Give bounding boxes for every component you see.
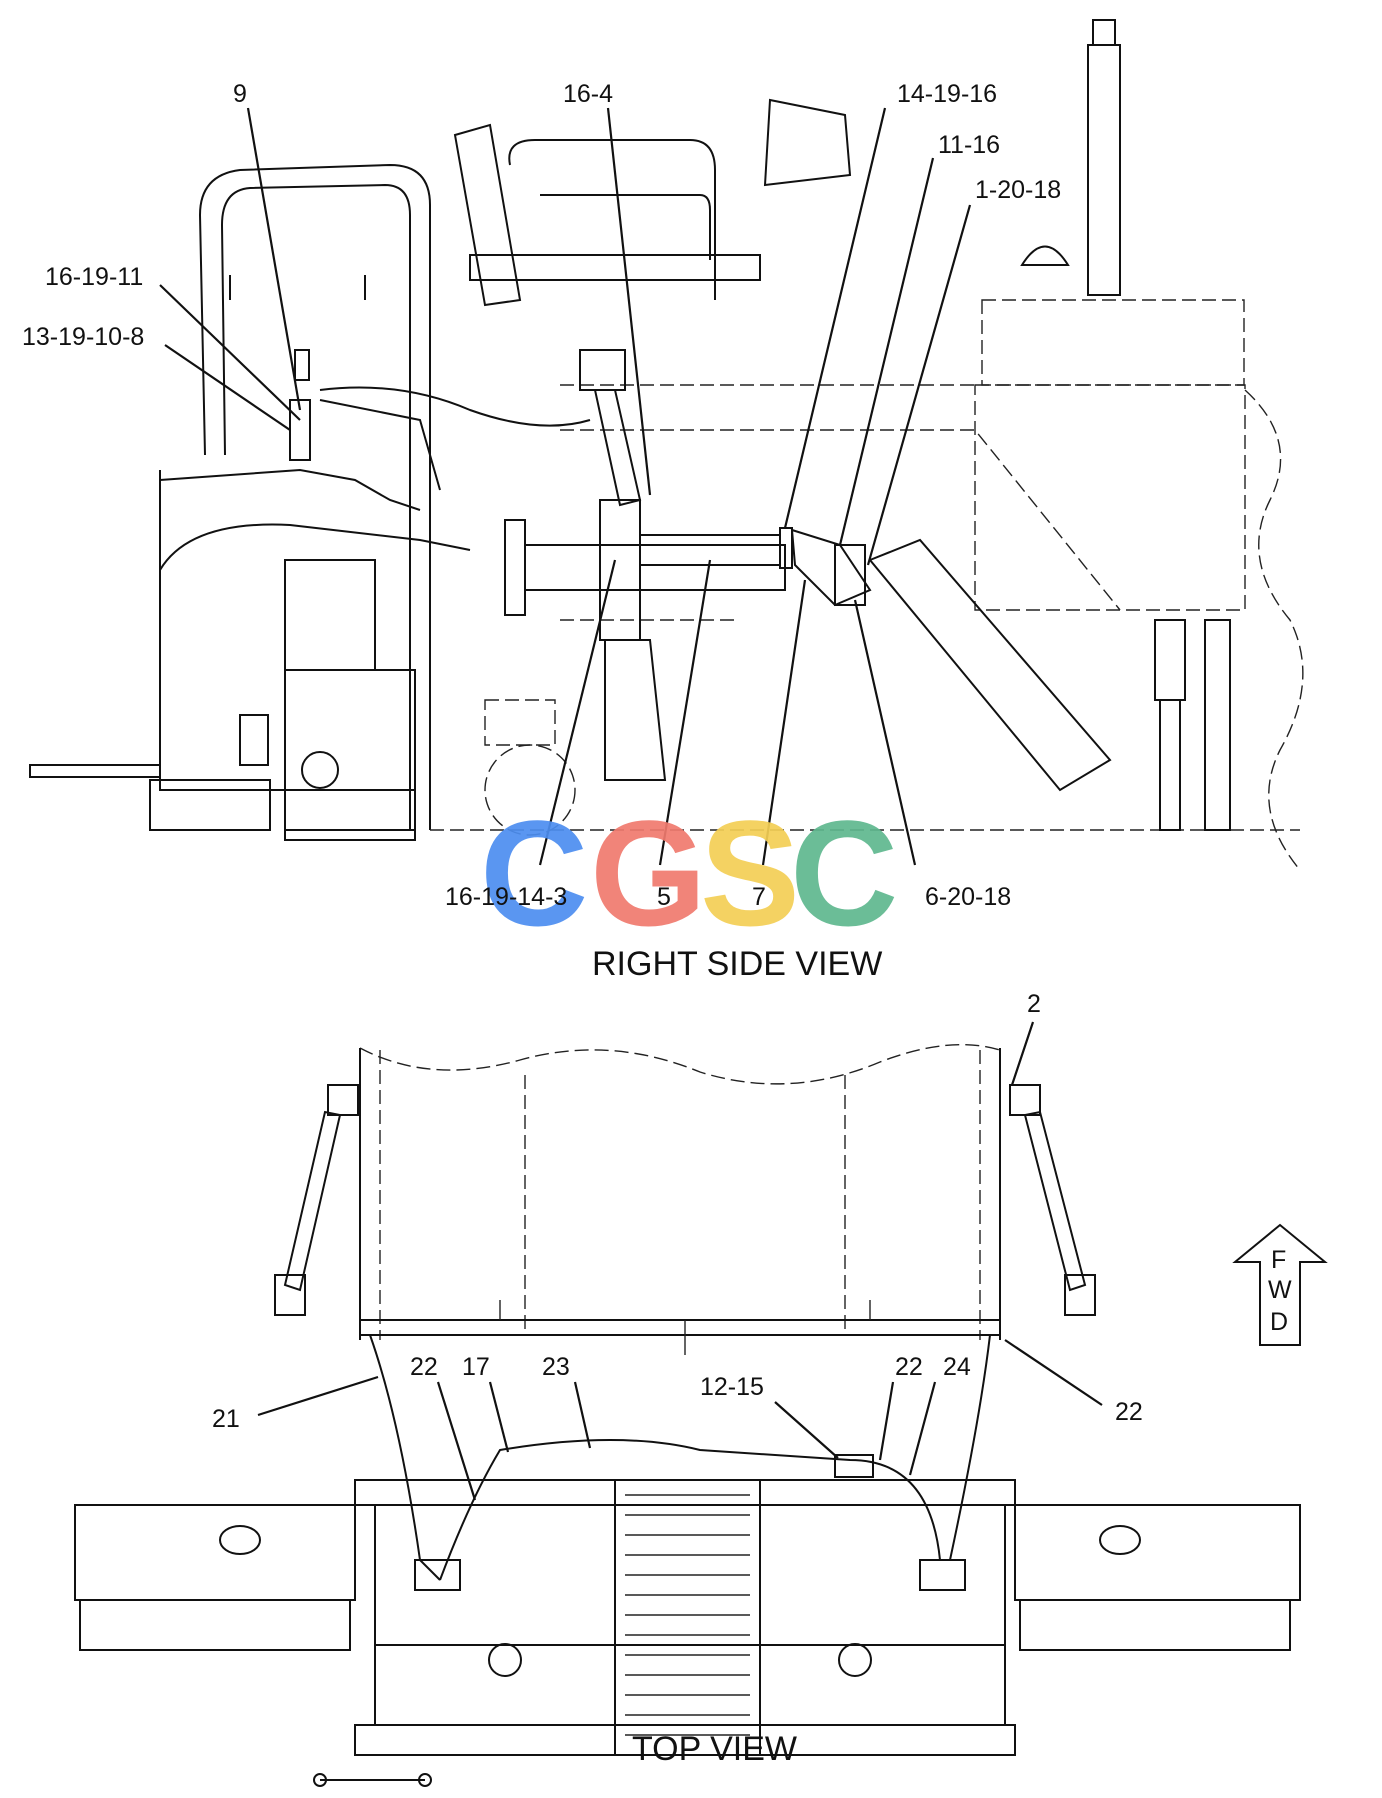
watermark-letter-2: G [590,789,707,957]
callout-6-20-18: 6-20-18 [925,883,1011,911]
top-view-callouts: 2 21 22 17 23 12-15 22 24 22 [212,990,1143,1433]
fwd-letter-w: W [1268,1276,1292,1304]
top-view-title: TOP VIEW [632,1730,797,1768]
callout-12-15: 12-15 [700,1373,764,1401]
callout-22-left: 22 [410,1353,438,1381]
fwd-letter-f: F [1271,1246,1286,1274]
top-view-drawing [74,1043,1301,1787]
callout-14-19-16: 14-19-16 [897,80,997,108]
callout-2: 2 [1027,990,1041,1018]
watermark-letter-1: C [480,789,588,957]
callout-16-19-11: 16-19-11 [45,263,143,291]
callout-24: 24 [943,1353,971,1381]
callout-23: 23 [542,1353,570,1381]
right-side-view-drawing [29,19,1304,871]
right-side-leaders [159,107,972,866]
watermark: C G S C [480,789,898,957]
fwd-letter-d: D [1270,1308,1288,1336]
callout-22-center: 22 [895,1353,923,1381]
callout-21: 21 [212,1405,240,1433]
callout-5: 5 [657,883,671,911]
callout-7: 7 [752,883,766,911]
callout-16-4: 16-4 [563,80,613,108]
callout-17: 17 [462,1353,490,1381]
right-side-callouts: 9 16-4 14-19-16 11-16 1-20-18 16-19-11 1… [22,80,1061,911]
callout-1-20-18: 1-20-18 [975,176,1061,204]
callout-9: 9 [233,80,247,108]
callout-13-19-10-8: 13-19-10-8 [22,323,144,351]
forward-arrow: F W D [1232,1223,1328,1346]
callout-11-16: 11-16 [938,131,1000,159]
right-side-view-title: RIGHT SIDE VIEW [592,945,882,983]
callout-22-right: 22 [1115,1398,1143,1426]
callout-16-19-14-3: 16-19-14-3 [445,883,567,911]
watermark-letter-4: C [790,789,898,957]
top-view-leaders [257,1021,1103,1501]
watermark-letter-3: S [700,789,800,957]
